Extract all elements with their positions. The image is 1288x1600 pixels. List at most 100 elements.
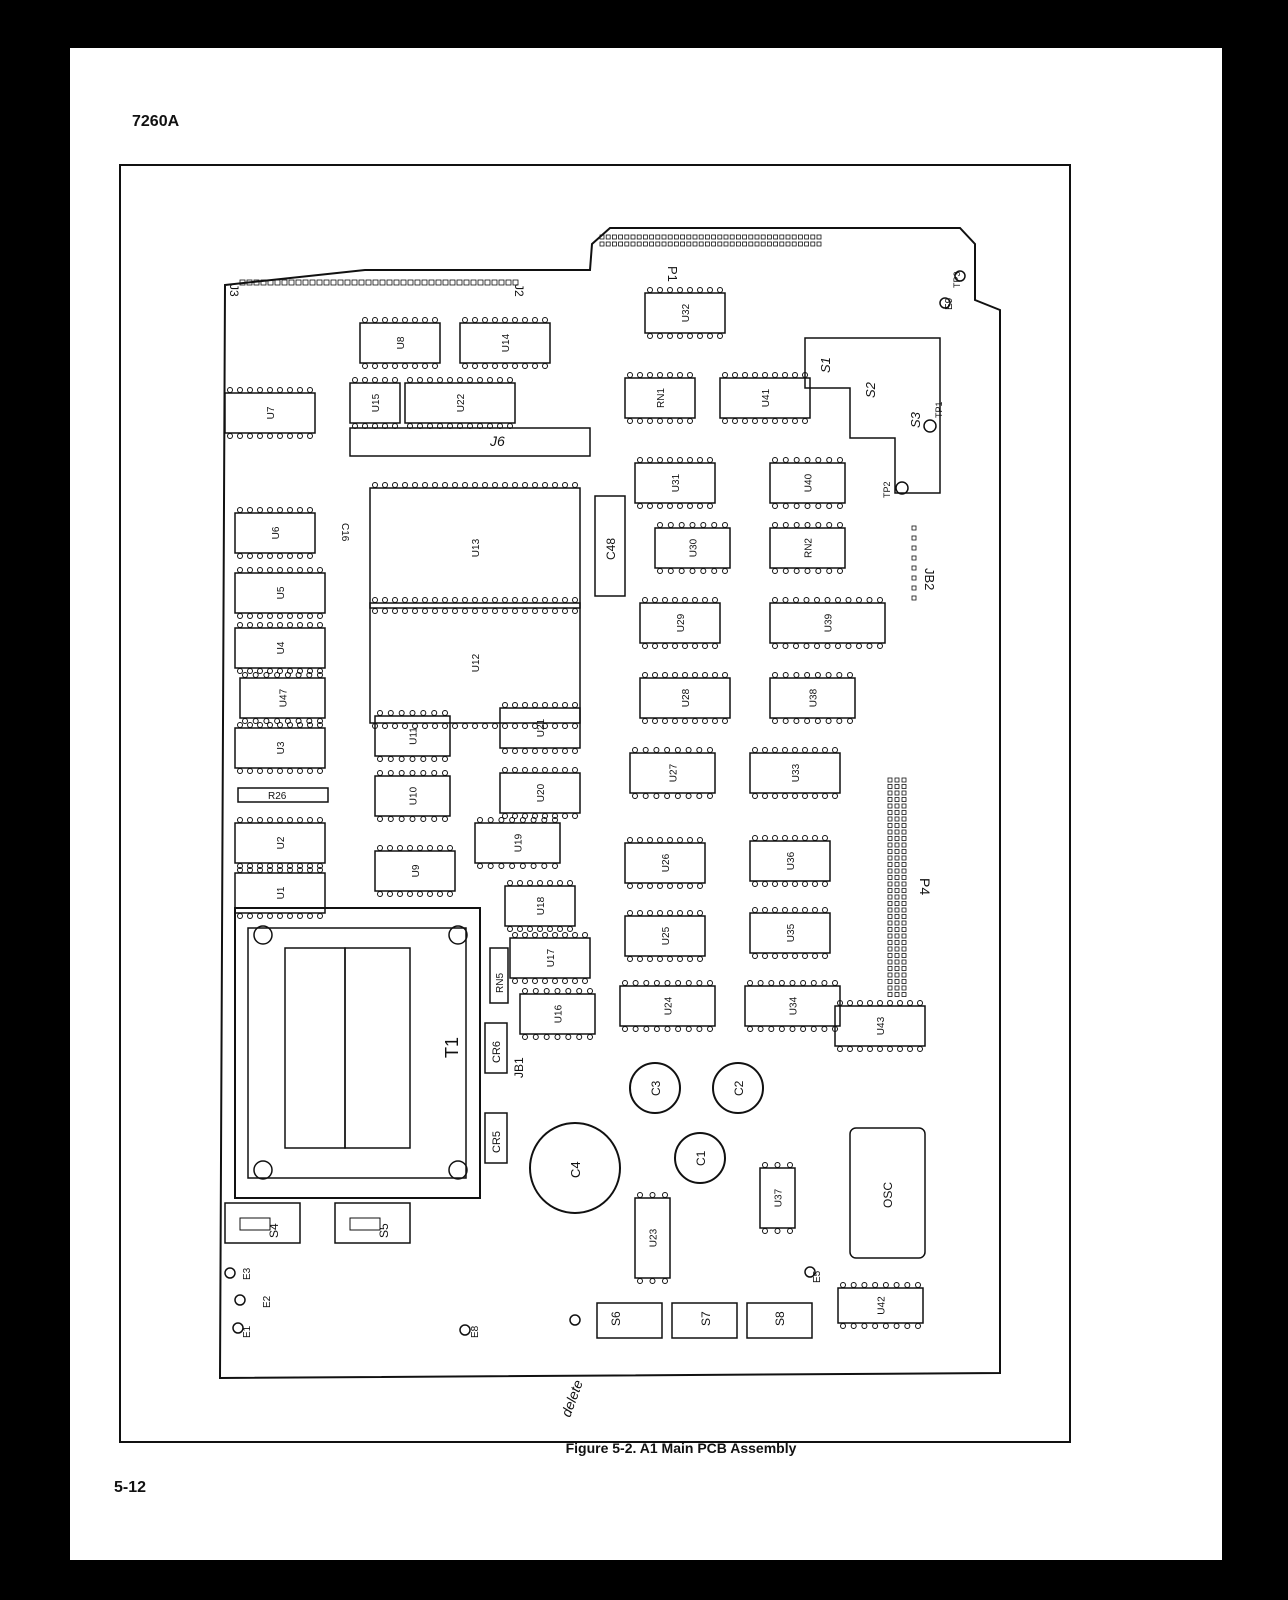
label-c3: C3 [649,1080,663,1096]
ic-u17: U17 [509,932,591,984]
ic-u13: U13 [369,482,581,614]
binding-hole [1235,315,1245,357]
binding-hole [1235,1065,1245,1107]
label-cr5: CR5 [491,1131,503,1153]
switch-s6 [596,1302,663,1339]
figure-frame [119,164,1071,1443]
ic-u14: U14 [459,317,551,369]
binding-hole [1235,165,1245,207]
ic-label: U32 [681,303,692,322]
label-e5: E5 [812,1270,823,1283]
capacitor-c2 [712,1062,764,1114]
label-e3: E3 [242,1267,253,1280]
label-e8: E8 [470,1325,481,1338]
ic-label: U43 [876,1016,887,1035]
label-r26: R26 [268,791,287,802]
ic-u26: U26 [624,837,706,889]
resistor-r26 [237,787,329,803]
connector-j6 [349,427,591,457]
label-osc: OSC [881,1182,895,1208]
label-p4: P4 [917,878,933,895]
figure-caption: Figure 5-2. A1 Main PCB Assembly [565,1440,797,1456]
ic-label: U38 [809,688,820,707]
ic-label: U8 [396,336,407,349]
ic-u18: U18 [504,880,576,932]
binding-hole [1235,465,1245,507]
ic-label: U47 [279,688,290,707]
terminal-circles [224,270,966,1336]
ic-u40: U40 [769,457,846,509]
page-number: 5-12 [114,1479,147,1496]
label-tp1: TP1 [934,401,944,418]
binding-hole [1235,690,1245,732]
ic-label: U4 [276,641,287,654]
ic-label: U9 [411,864,422,877]
ic-label: U39 [824,613,835,632]
diode-cr5 [484,1112,508,1164]
switch-s4 [224,1202,301,1244]
ic-label: U2 [276,836,287,849]
ic-label: U22 [456,393,467,412]
capacitor-c1 [674,1132,726,1184]
capacitor-c3 [629,1062,681,1114]
label-j3: J3 [227,284,241,297]
label-s7: S7 [699,1311,713,1326]
ic-label: U16 [554,1004,565,1023]
binding-hole [1235,1365,1245,1407]
ic-label: U12 [471,653,482,672]
label-c48: C48 [604,538,618,560]
resistor-network-rn5 [489,947,509,1004]
ic-label: U24 [664,996,675,1015]
ic-u5: U5 [234,567,326,619]
binding-hole [1235,1515,1245,1557]
ic-u35: U35 [749,907,831,959]
ic-u22: U22 [404,377,516,429]
label-tp2: TP2 [882,481,892,498]
ic-label: U35 [786,923,797,942]
ic-u32: U32 [644,287,726,339]
ic-label: U34 [789,996,800,1015]
binding-hole [1235,765,1245,807]
ic-u8: U8 [359,317,441,369]
binding-hole [1235,88,1245,130]
label-s5: S5 [377,1223,391,1238]
ic-u24: U24 [619,980,716,1032]
ic-label: U33 [791,763,802,782]
ic-label: U31 [671,473,682,492]
ic-label: U26 [661,853,672,872]
label-j2: J2 [512,284,526,297]
ic-u1: U1 [234,867,326,919]
ic-label: U40 [804,473,815,492]
ic-u43: U43 [834,1000,926,1052]
ic-label: U3 [276,741,287,754]
binding-hole [1235,615,1245,657]
ic-rn2: RN2 [769,522,846,574]
ic-label: U11 [409,727,420,745]
switch-s8 [746,1302,813,1339]
ic-u37: U37 [759,1162,796,1234]
ic-label: U29 [676,613,687,632]
label-s6: S6 [609,1311,623,1326]
label-rn5: RN5 [495,973,506,993]
label-c2: C2 [732,1080,746,1096]
label-c16: C16 [339,523,350,542]
diode-cr6 [484,1022,508,1074]
ic-u27: U27 [629,747,716,799]
ic-u4: U4 [234,622,326,674]
ic-u20: U20 [499,767,581,819]
ic-u38: U38 [769,672,856,724]
ic-label: U36 [786,851,797,870]
ic-label: U27 [669,763,680,782]
ic-u6: U6 [234,507,316,559]
ic-label: U1 [276,886,287,899]
ic-label: U5 [276,586,287,599]
ic-u9: U9 [374,845,456,897]
ic-label: U23 [649,1228,660,1247]
ic-u19: U19 [474,817,561,869]
binding-hole [1235,1290,1245,1332]
ic-u39: U39 [769,597,886,649]
label-e2: E2 [262,1295,273,1308]
ic-label: U17 [546,948,557,967]
